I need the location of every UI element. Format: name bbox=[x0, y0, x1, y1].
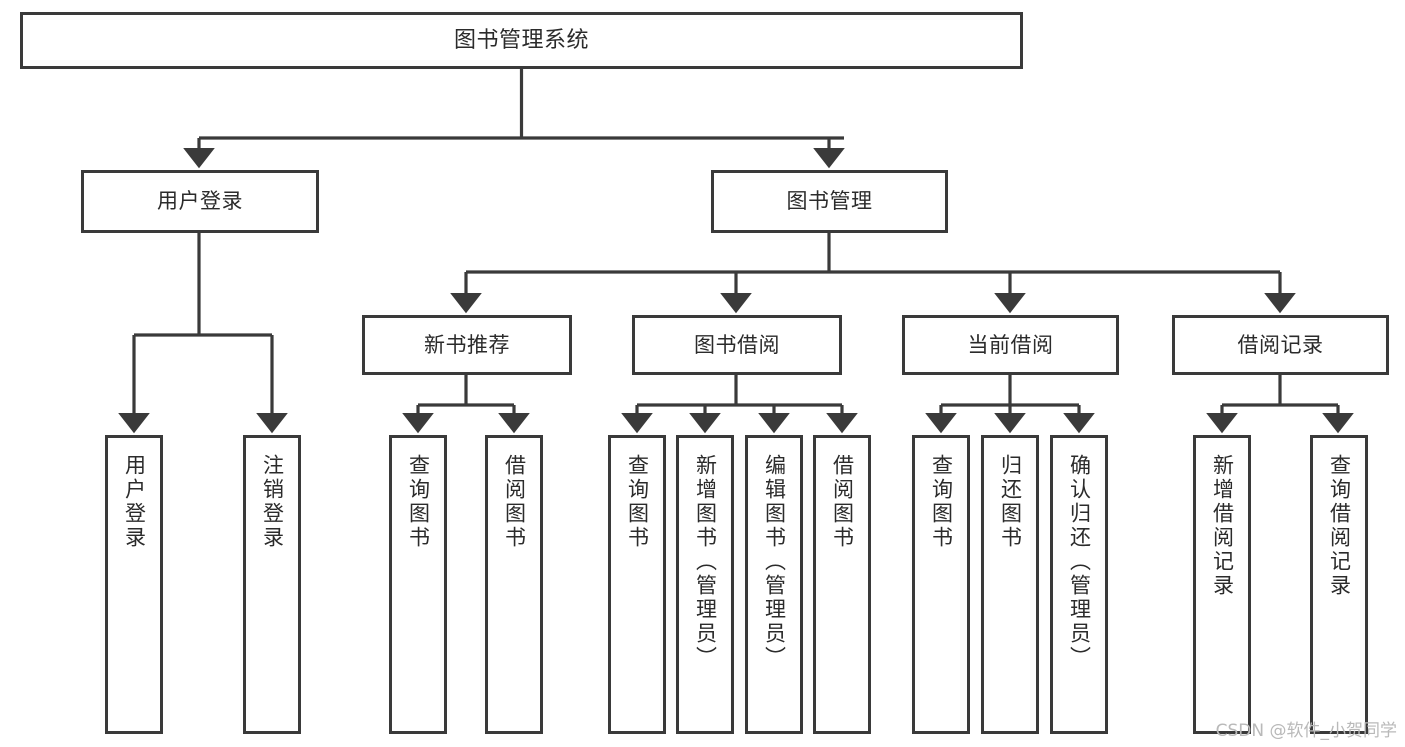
node-label: 用户登录 bbox=[157, 189, 243, 214]
leaf-query-book-current[interactable]: 查询图书 bbox=[912, 435, 970, 734]
node-label: 借阅图书 bbox=[502, 454, 527, 550]
node-label: 确认归还（管理员） bbox=[1067, 454, 1092, 670]
leaf-logout[interactable]: 注销登录 bbox=[243, 435, 301, 734]
leaf-query-borrow-record[interactable]: 查询借阅记录 bbox=[1310, 435, 1368, 734]
node-book-borrow[interactable]: 图书借阅 bbox=[632, 315, 842, 375]
node-label: 图书管理 bbox=[786, 189, 873, 214]
leaf-query-book-borrow[interactable]: 查询图书 bbox=[608, 435, 666, 734]
node-label: 归还图书 bbox=[998, 454, 1023, 550]
node-label: 注销登录 bbox=[260, 454, 285, 550]
watermark: CSDN @软件_小贺同学 bbox=[1215, 721, 1397, 741]
node-label: 借阅记录 bbox=[1237, 332, 1324, 357]
node-new-book-recommend[interactable]: 新书推荐 bbox=[362, 315, 572, 375]
node-root-system[interactable]: 图书管理系统 bbox=[20, 12, 1023, 69]
node-label: 用户登录 bbox=[122, 454, 147, 550]
node-label: 查询图书 bbox=[406, 454, 431, 550]
node-label: 图书借阅 bbox=[694, 332, 780, 357]
leaf-return-book[interactable]: 归还图书 bbox=[981, 435, 1039, 734]
node-label: 新书推荐 bbox=[424, 332, 510, 357]
node-label: 图书管理系统 bbox=[453, 27, 589, 53]
node-borrow-record[interactable]: 借阅记录 bbox=[1172, 315, 1389, 375]
node-label: 借阅图书 bbox=[830, 454, 855, 550]
node-label: 查询图书 bbox=[625, 454, 650, 550]
leaf-query-book-recommend[interactable]: 查询图书 bbox=[389, 435, 447, 734]
node-label: 当前借阅 bbox=[967, 332, 1054, 357]
leaf-add-book-admin[interactable]: 新增图书（管理员） bbox=[676, 435, 734, 734]
node-current-borrow[interactable]: 当前借阅 bbox=[902, 315, 1119, 375]
leaf-confirm-return-admin[interactable]: 确认归还（管理员） bbox=[1050, 435, 1108, 734]
leaf-borrow-book[interactable]: 借阅图书 bbox=[813, 435, 871, 734]
leaf-add-borrow-record[interactable]: 新增借阅记录 bbox=[1193, 435, 1251, 734]
node-label: 查询图书 bbox=[929, 454, 954, 550]
leaf-edit-book-admin[interactable]: 编辑图书（管理员） bbox=[745, 435, 803, 734]
node-label: 查询借阅记录 bbox=[1327, 454, 1352, 598]
leaf-user-login[interactable]: 用户登录 bbox=[105, 435, 163, 734]
node-label: 新增图书（管理员） bbox=[693, 454, 718, 670]
node-label: 新增借阅记录 bbox=[1210, 454, 1235, 598]
node-user-login[interactable]: 用户登录 bbox=[81, 170, 319, 233]
leaf-borrow-book-recommend[interactable]: 借阅图书 bbox=[485, 435, 543, 734]
node-label: 编辑图书（管理员） bbox=[762, 454, 787, 670]
node-book-management[interactable]: 图书管理 bbox=[711, 170, 948, 233]
